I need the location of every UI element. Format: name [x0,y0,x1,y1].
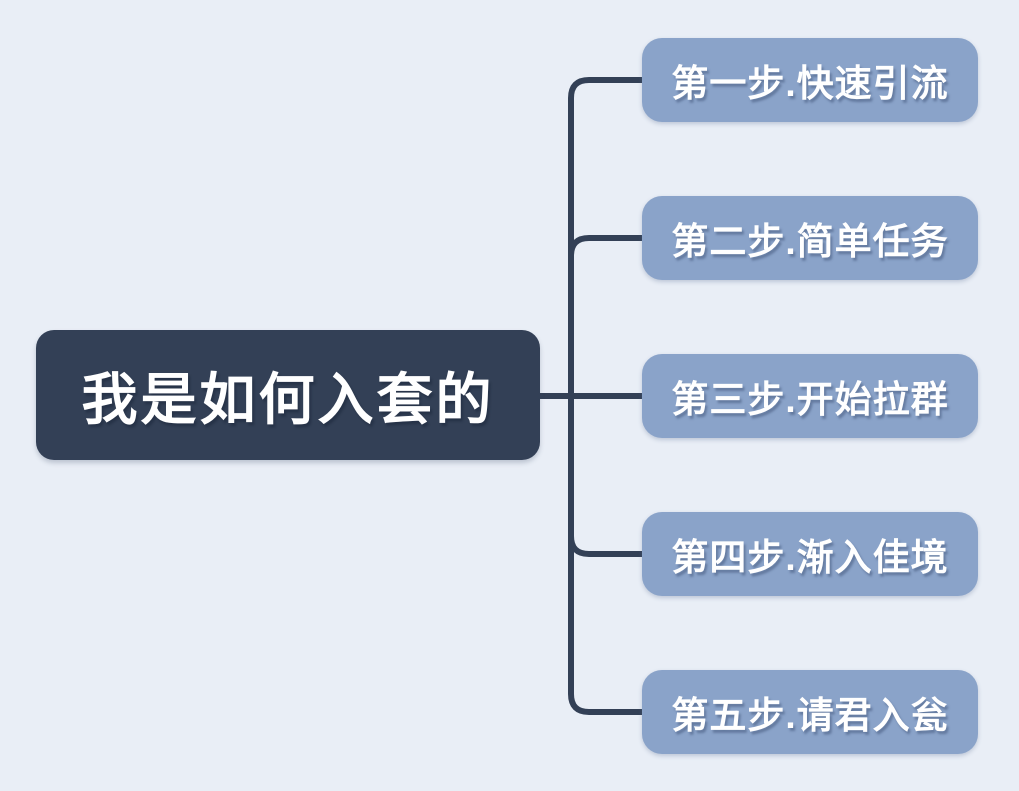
connector-branch-2 [568,235,644,257]
connector-branch-1 [568,77,644,396]
branch-node-step-4[interactable]: 第四步.渐入佳境 [642,512,978,596]
central-topic-node[interactable]: 我是如何入套的 [36,330,540,460]
branch-label: 第五步.请君入瓮 [671,695,949,736]
branch-label: 第一步.快速引流 [671,63,949,104]
branch-node-step-1[interactable]: 第一步.快速引流 [642,38,978,122]
branch-node-step-5[interactable]: 第五步.请君入瓮 [642,670,978,754]
connector-branch-5 [568,396,644,715]
connector-branch-4 [568,535,644,557]
branch-label: 第二步.简单任务 [671,221,949,262]
branch-node-step-2[interactable]: 第二步.简单任务 [642,196,978,280]
branch-label: 第四步.渐入佳境 [671,537,949,578]
branch-label: 第三步.开始拉群 [671,379,949,420]
branch-node-step-3[interactable]: 第三步.开始拉群 [642,354,978,438]
central-topic-label: 我是如何入套的 [81,367,495,431]
